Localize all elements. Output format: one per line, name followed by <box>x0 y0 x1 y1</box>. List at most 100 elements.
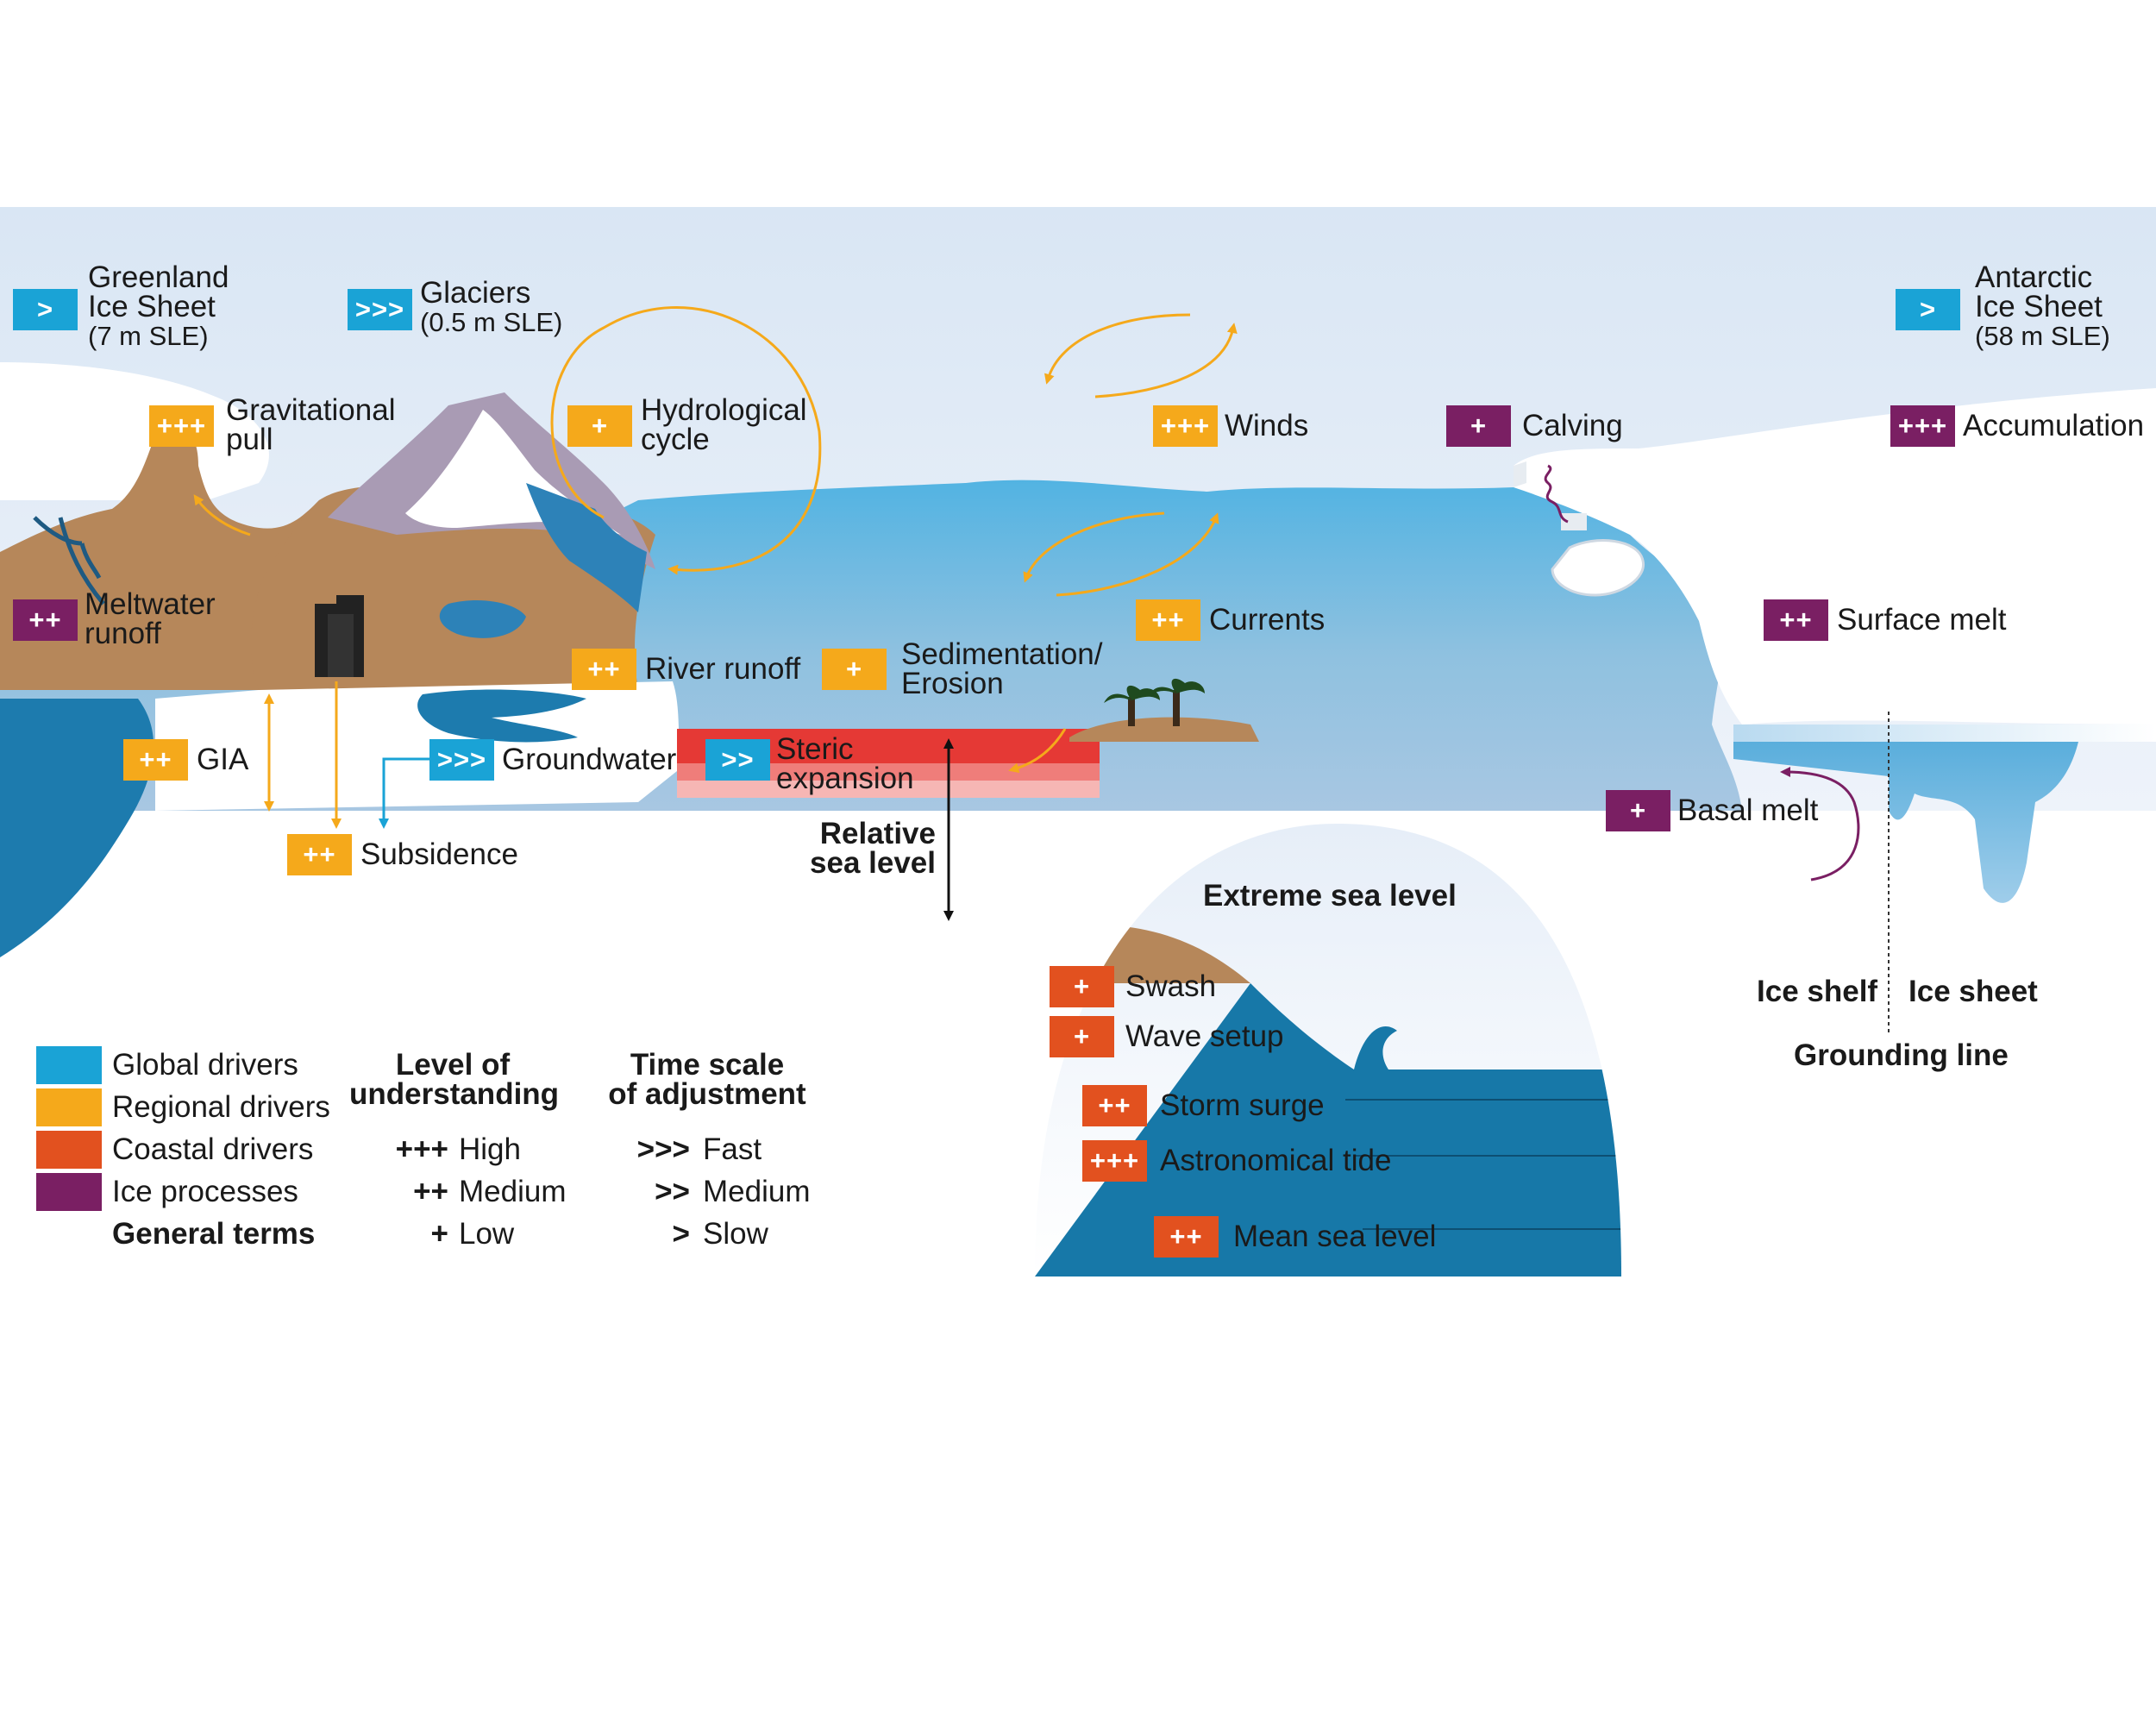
legend-timescale-title-1: Time scale <box>630 1048 785 1082</box>
antarctic-sle: (58 m SLE) <box>1975 321 2110 351</box>
river-runoff-line-1: River runoff <box>645 652 801 686</box>
mean-sea-level-badge: ++ <box>1154 1216 1219 1258</box>
legend-regional-label: Regional drivers <box>112 1090 330 1124</box>
mean-sea-level-label: Mean sea level <box>1233 1220 1437 1253</box>
left-deep-water <box>0 699 154 957</box>
legend-timescale-medium: Medium <box>703 1175 811 1208</box>
legend-understanding-sym-medium: ++ <box>413 1175 448 1208</box>
sedimentation-label: Sedimentation/ Erosion <box>901 639 1102 700</box>
legend-timescale-title-2: of adjustment <box>608 1077 806 1111</box>
ice-cliff <box>1514 461 1526 487</box>
legend-timescale-title: Time scale of adjustment <box>608 1048 806 1111</box>
legend-timescale-sym-fast: >>> <box>636 1132 690 1166</box>
steric-badge: >> <box>705 739 770 781</box>
ice-shelf-underside <box>1733 742 2078 903</box>
legend-ice-label: Ice processes <box>112 1175 298 1208</box>
hydrological-line-2: cycle <box>641 423 710 456</box>
island <box>1069 717 1259 742</box>
groundwater-line-1: Groundwater <box>502 743 677 776</box>
antarctic-line-1: Antarctic <box>1975 260 2093 294</box>
legend-understanding-sym-low: + <box>430 1217 448 1251</box>
astronomical-tide-badge: +++ <box>1082 1140 1147 1182</box>
groundwater-arrow <box>379 757 431 829</box>
glaciers-label: Glaciers (0.5 m SLE) <box>420 278 563 337</box>
hydrological-line-1: Hydrological <box>641 393 807 427</box>
swash-label: Swash <box>1125 969 1217 1003</box>
legend-swatch-coastal <box>36 1131 102 1169</box>
winds-label: Winds <box>1225 411 1308 441</box>
basal-melt-line-1: Basal melt <box>1677 794 1819 827</box>
legend-swatch-ice <box>36 1173 102 1211</box>
winds-arrow-top <box>1044 313 1191 385</box>
hydrological-loop <box>550 306 822 575</box>
basal-melt-badge: + <box>1606 790 1670 831</box>
groundwater-label: Groundwater <box>502 743 677 776</box>
underground <box>155 681 681 811</box>
calving-line-1: Calving <box>1522 409 1623 442</box>
gravitational-arrow <box>193 494 251 536</box>
gia-line-1: GIA <box>197 743 249 776</box>
greenland-badge: > <box>13 289 78 330</box>
extreme-sea-level-title: Extreme sea level <box>1203 879 1457 913</box>
greenland-line-1: Greenland <box>88 260 229 294</box>
currents-line-1: Currents <box>1209 603 1326 637</box>
calving-wave <box>1544 464 1569 524</box>
legend-coastal-label: Coastal drivers <box>112 1132 314 1166</box>
hydrological-badge: + <box>567 405 632 447</box>
legend-understanding-medium: Medium <box>459 1175 567 1208</box>
legend-timescale-sym-slow: > <box>672 1217 690 1251</box>
glaciers-sle: (0.5 m SLE) <box>420 307 563 337</box>
greenland-line-2: Ice Sheet <box>88 290 216 323</box>
ice-sheet-label: Ice sheet <box>1908 975 2038 1008</box>
calving-label: Calving <box>1522 411 1623 441</box>
antarctic-label: Antarctic Ice Sheet (58 m SLE) <box>1975 260 2110 351</box>
legend-swatch-regional <box>36 1088 102 1126</box>
storm-surge-badge: ++ <box>1082 1085 1147 1126</box>
glaciers-badge: >>> <box>348 289 412 330</box>
meltwater-line-1: Meltwater <box>85 587 216 621</box>
gia-label: GIA <box>197 743 249 776</box>
currents-label: Currents <box>1209 605 1325 635</box>
winds-arrow-bottom <box>1094 323 1238 398</box>
relative-sea-level-label: Relative sea level <box>802 819 936 878</box>
left-coast-land <box>0 423 379 690</box>
meltwater-label: Meltwater runoff <box>85 587 216 650</box>
legend-timescale-slow: Slow <box>703 1217 768 1251</box>
legend-understanding-low: Low <box>459 1217 515 1251</box>
legend-understanding-title: Level of understanding <box>349 1050 560 1111</box>
greenland-ice <box>0 362 269 500</box>
accumulation-badge: +++ <box>1890 405 1955 447</box>
lake <box>439 599 526 638</box>
iceberg <box>1551 539 1645 597</box>
city-icon <box>315 595 364 677</box>
steric-label: Steric expansion <box>776 732 914 795</box>
subsidence-line-1: Subsidence <box>360 837 518 871</box>
legend-understanding-high: High <box>459 1132 521 1166</box>
grounding-line-label: Grounding line <box>1794 1038 2009 1072</box>
gravitational-label: Gravitational pull <box>226 395 395 456</box>
sedimentation-badge: + <box>822 649 887 690</box>
surface-melt-label: Surface melt <box>1837 605 2006 635</box>
steric-band-3 <box>677 781 1100 798</box>
subsidence-badge: ++ <box>287 834 352 875</box>
bubble-sea <box>1035 983 1621 1276</box>
gravitational-line-2: pull <box>226 423 273 456</box>
legend-understanding-title-2: understanding <box>349 1077 560 1111</box>
river-runoff-label: River runoff <box>645 652 801 686</box>
steric-line-2: expansion <box>776 762 914 795</box>
currents-badge: ++ <box>1136 599 1200 641</box>
accumulation-line-1: Accumulation <box>1963 409 2145 442</box>
ice-shelf <box>1733 724 2156 742</box>
meltwater-line-2: runoff <box>85 617 161 650</box>
legend-understanding-sym-high: +++ <box>395 1132 448 1166</box>
legend-swatch-global <box>36 1046 102 1084</box>
gia-badge: ++ <box>123 739 188 781</box>
calving-badge: + <box>1446 405 1511 447</box>
legend-general-terms: General terms <box>112 1217 316 1251</box>
steric-line-1: Steric <box>776 732 854 766</box>
sedimentation-line-2: Erosion <box>901 667 1004 700</box>
basal-melt-arrow <box>1780 767 1860 881</box>
greenland-sle: (7 m SLE) <box>88 321 209 351</box>
meltwater-streams <box>33 516 105 605</box>
hydrological-label: Hydrological cycle <box>641 393 807 456</box>
